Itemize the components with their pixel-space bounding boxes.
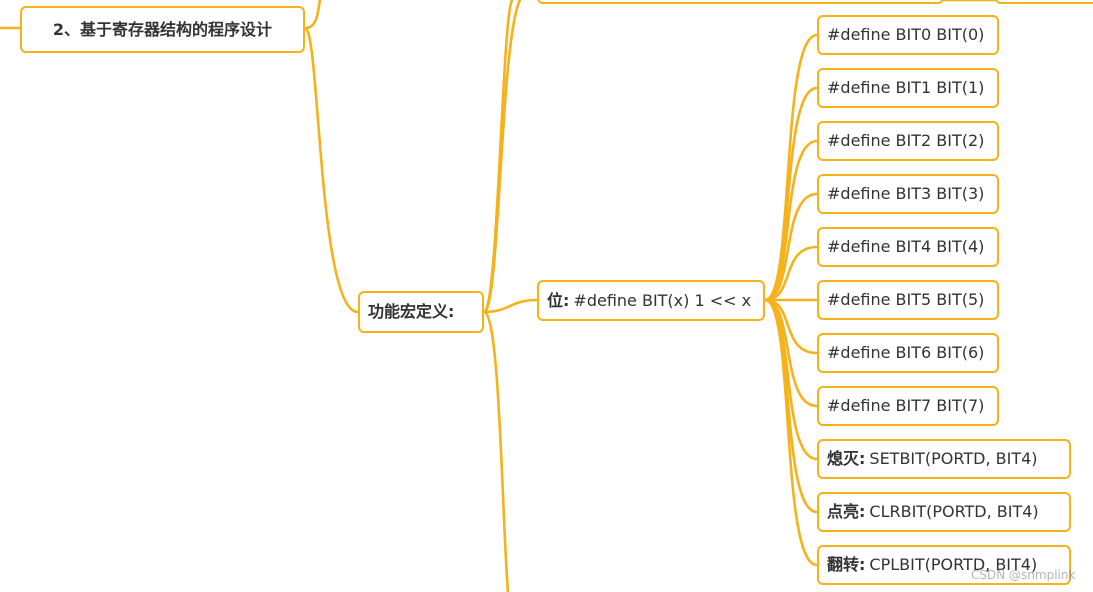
action-node-text: SETBIT(PORTD, BIT4): [869, 449, 1038, 468]
action-node-text: CLRBIT(PORTD, BIT4): [869, 502, 1039, 521]
define-node-label: #define BIT6 BIT(6): [827, 343, 985, 362]
connector-section-to-macro: [303, 26, 360, 314]
partial-node-top-middle: [537, 0, 944, 4]
connector-top-branch-b: [482, 0, 514, 314]
define-node-label: #define BIT1 BIT(1): [827, 78, 985, 97]
bit-node-text: #define BIT(x) 1 << x: [573, 290, 752, 310]
define-node-bit0[interactable]: #define BIT0 BIT(0): [817, 15, 999, 55]
action-node-text: CPLBIT(PORTD, BIT4): [869, 555, 1038, 574]
action-node-prefix: 点亮:: [827, 502, 866, 521]
define-node-label: #define BIT3 BIT(3): [827, 184, 985, 203]
bit-node[interactable]: 位: #define BIT(x) 1 << x: [537, 280, 765, 321]
action-node-on[interactable]: 点亮:CLRBIT(PORTD, BIT4): [817, 492, 1071, 532]
connector-bottom-branch: [482, 310, 510, 592]
define-node-bit4[interactable]: #define BIT4 BIT(4): [817, 227, 999, 267]
action-node-off[interactable]: 熄灭:SETBIT(PORTD, BIT4): [817, 439, 1071, 479]
section-node[interactable]: 2、基于寄存器结构的程序设计: [20, 6, 305, 53]
section-node-label: 2、基于寄存器结构的程序设计: [52, 19, 273, 39]
macro-node-label: 功能宏定义:: [368, 302, 455, 321]
macro-node[interactable]: 功能宏定义:: [358, 291, 484, 333]
connector-bit-to-child: [763, 245, 819, 302]
action-node-toggle[interactable]: 翻转:CPLBIT(PORTD, BIT4): [817, 545, 1071, 585]
watermark: CSDN @snmplink: [971, 568, 1076, 582]
bit-node-prefix: 位:: [547, 290, 570, 310]
define-node-label: #define BIT4 BIT(4): [827, 237, 985, 256]
connector-top-branch-a: [482, 0, 522, 314]
define-node-bit1[interactable]: #define BIT1 BIT(1): [817, 68, 999, 108]
define-node-label: #define BIT2 BIT(2): [827, 131, 985, 150]
connector-macro-to-bit: [482, 298, 539, 314]
connector-section-trunk: [303, 0, 322, 30]
partial-node-top-right: [995, 0, 1093, 4]
define-node-label: #define BIT5 BIT(5): [827, 290, 985, 309]
define-node-label: #define BIT0 BIT(0): [827, 25, 985, 44]
define-node-bit6[interactable]: #define BIT6 BIT(6): [817, 333, 999, 373]
action-node-prefix: 熄灭:: [827, 449, 866, 468]
define-node-bit2[interactable]: #define BIT2 BIT(2): [817, 121, 999, 161]
define-node-bit3[interactable]: #define BIT3 BIT(3): [817, 174, 999, 214]
connector-bit-to-child: [763, 139, 819, 302]
connector-bit-to-child: [763, 192, 819, 302]
define-node-bit5[interactable]: #define BIT5 BIT(5): [817, 280, 999, 320]
define-node-bit7[interactable]: #define BIT7 BIT(7): [817, 386, 999, 426]
action-node-prefix: 翻转:: [827, 555, 866, 574]
connector-bit-to-child: [763, 298, 819, 567]
define-node-label: #define BIT7 BIT(7): [827, 396, 985, 415]
